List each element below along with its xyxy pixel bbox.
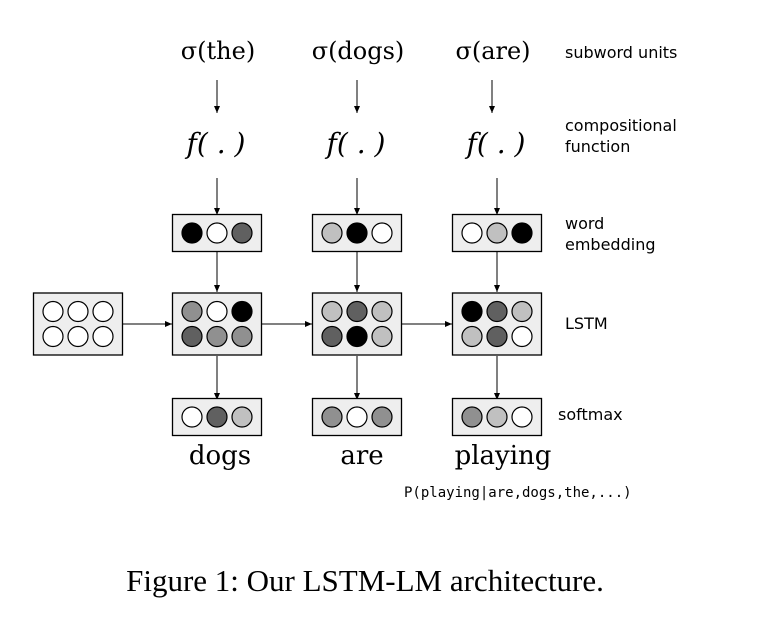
word-embedding-box-1-unit: [231, 222, 253, 244]
initial-state-box-unit: [42, 325, 64, 348]
word-embedding-box-2-unit: [346, 222, 368, 244]
label-lstm: LSTM: [565, 314, 608, 333]
softmax-box-1-unit: [206, 406, 228, 428]
softmax-box-3-unit: [486, 406, 508, 428]
word-embedding-box-2-unit: [321, 222, 343, 244]
output-word-are: are: [340, 441, 383, 471]
lstm-box-3-unit: [461, 325, 483, 348]
word-embedding-box-3-unit: [486, 222, 508, 244]
composition-the: f( . ): [185, 127, 246, 160]
softmax-box-2: [311, 397, 403, 437]
softmax-box-3-unit: [511, 406, 533, 428]
lstm-box-3-unit: [461, 300, 483, 323]
label-word: word: [565, 214, 604, 233]
lstm-box-3-unit: [486, 325, 508, 348]
initial-state-box-unit: [67, 300, 89, 323]
softmax-box-2-unit: [346, 406, 368, 428]
label-softmax: softmax: [558, 405, 623, 424]
subword-dogs: σ(dogs): [312, 37, 405, 65]
label-embedding: embedding: [565, 235, 655, 254]
probability-expression: P(playing|are,dogs,the,...): [404, 485, 632, 501]
composition-dogs: f( . ): [325, 127, 386, 160]
lstm-box-3-unit: [486, 300, 508, 323]
lstm-box-2-unit: [321, 325, 343, 348]
lstm-box-2-unit: [346, 300, 368, 323]
composition-are: f( . ): [465, 127, 526, 160]
initial-state-box-unit: [67, 325, 89, 348]
initial-state-box-unit: [92, 325, 114, 348]
subword-are: σ(are): [455, 37, 530, 65]
softmax-box-2-unit: [371, 406, 393, 428]
output-word-playing: playing: [455, 441, 552, 471]
word-embedding-box-2: [311, 213, 403, 253]
word-embedding-box-3-unit: [461, 222, 483, 244]
label-function: function: [565, 137, 630, 156]
lstm-box-1: [171, 292, 263, 356]
word-embedding-box-3: [451, 213, 543, 253]
lstm-box-1-unit: [181, 300, 203, 323]
lstm-box-1-unit: [181, 325, 203, 348]
lstm-box-3: [451, 292, 543, 356]
label-compositional: compositional: [565, 116, 677, 135]
label-subword-units: subword units: [565, 43, 677, 62]
lstm-box-2-unit: [346, 325, 368, 348]
lstm-box-2-unit: [371, 325, 393, 348]
subword-the: σ(the): [181, 37, 255, 65]
lstm-box-1-unit: [206, 325, 228, 348]
lstm-box-1-unit: [231, 300, 253, 323]
softmax-box-2-unit: [321, 406, 343, 428]
softmax-box-1-unit: [231, 406, 253, 428]
softmax-box-3-unit: [461, 406, 483, 428]
word-embedding-box-3-unit: [511, 222, 533, 244]
softmax-box-1-unit: [181, 406, 203, 428]
word-embedding-box-1: [171, 213, 263, 253]
lstm-box-2: [311, 292, 403, 356]
lstm-box-1-unit: [206, 300, 228, 323]
arrows: [123, 80, 500, 400]
vector-boxes: [32, 213, 543, 437]
initial-state-box: [32, 292, 124, 356]
softmax-box-1: [171, 397, 263, 437]
word-embedding-box-2-unit: [371, 222, 393, 244]
figure-caption: Figure 1: Our LSTM-LM architecture.: [126, 563, 604, 598]
initial-state-box-unit: [42, 300, 64, 323]
lstm-box-3-unit: [511, 325, 533, 348]
softmax-box-3: [451, 397, 543, 437]
lstm-box-3-unit: [511, 300, 533, 323]
initial-state-box-unit: [92, 300, 114, 323]
word-embedding-box-1-unit: [181, 222, 203, 244]
lstm-box-1-unit: [231, 325, 253, 348]
lstm-box-2-unit: [321, 300, 343, 323]
lstm-box-2-unit: [371, 300, 393, 323]
output-word-dogs: dogs: [189, 441, 251, 471]
word-embedding-box-1-unit: [206, 222, 228, 244]
